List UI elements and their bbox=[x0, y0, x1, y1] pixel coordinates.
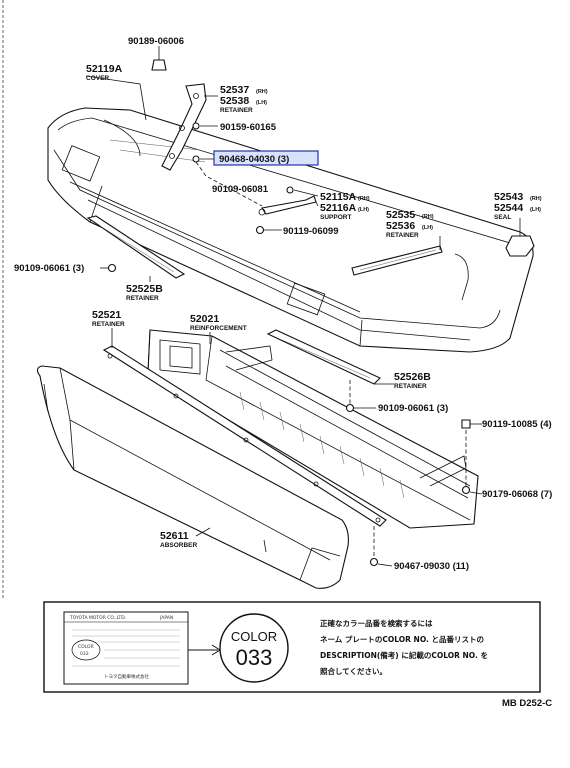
part-90109-06081-label: 90109-06081 bbox=[212, 184, 269, 195]
part-52537-label: 52537 bbox=[220, 84, 249, 96]
part-90179-label: 90179-06068 (7) bbox=[482, 489, 552, 500]
note-line-1: 正確なカラー品番を検索するには bbox=[320, 618, 433, 628]
color-note-box: TOYOTA MOTOR CO.,LTD. JAPAN COLOR 033 トヨ… bbox=[43, 601, 541, 693]
part-52526b-name: RETAINER bbox=[394, 383, 427, 390]
note-line-3: DESCRIPTION(備考) に記載のCOLOR NO. を bbox=[320, 650, 488, 660]
part-52536-side: (LH) bbox=[422, 225, 433, 231]
part-90119-10085-label: 90119-10085 (4) bbox=[482, 419, 552, 430]
part-52525b-label: 52525B bbox=[126, 283, 163, 295]
plate-country: JAPAN bbox=[159, 615, 173, 621]
part-52116a-label: 52116A bbox=[320, 202, 357, 214]
seal-52543-shape bbox=[505, 226, 535, 257]
part-52021-label: 52021 bbox=[190, 313, 219, 325]
part-52535-side: (RH) bbox=[422, 214, 434, 220]
part-52525b-name: RETAINER bbox=[126, 295, 159, 302]
part-52521-name: RETAINER bbox=[92, 321, 125, 328]
part-90119-06099-label: 90119-06099 bbox=[283, 226, 338, 237]
part-90109-06061-left-label: 90109-06061 (3) bbox=[14, 263, 84, 274]
part-90109-06061-right-label: 90109-06061 (3) bbox=[378, 403, 448, 414]
part-52526b-label: 52526B bbox=[394, 371, 431, 383]
part-90159-label: 90159-60165 bbox=[220, 122, 277, 133]
part-52611-name: ABSORBER bbox=[160, 542, 198, 549]
part-52115a-side: (RH) bbox=[358, 196, 370, 202]
badge-color-code: 033 bbox=[236, 645, 273, 670]
part-52543-name: SEAL bbox=[494, 214, 511, 221]
part-52115a-label: 52115A bbox=[320, 191, 357, 203]
plate-maker: TOYOTA MOTOR CO.,LTD. bbox=[69, 615, 126, 621]
plate-color-word: COLOR bbox=[78, 644, 94, 650]
part-52544-label: 52544 bbox=[494, 202, 523, 214]
part-52537-side: (RH) bbox=[256, 89, 268, 95]
part-90468-highlight[interactable] bbox=[213, 150, 319, 166]
plate-color-circle bbox=[71, 639, 101, 661]
part-52119a-label: 52119A bbox=[86, 63, 123, 75]
retainer-52526b-shape bbox=[266, 329, 381, 385]
name-plate: TOYOTA MOTOR CO.,LTD. JAPAN COLOR 033 トヨ… bbox=[63, 611, 189, 685]
part-52521-label: 52521 bbox=[92, 309, 121, 321]
support-52115a-shape bbox=[258, 195, 317, 216]
part-90467-label: 90467-09030 (11) bbox=[394, 561, 469, 572]
retainer-52521-shape bbox=[102, 345, 387, 527]
part-52535-name: RETAINER bbox=[386, 232, 419, 239]
note-line-4: 照合してください。 bbox=[320, 666, 387, 676]
part-52119a-name: COVER bbox=[86, 75, 109, 82]
part-52537-name: RETAINER bbox=[220, 107, 253, 114]
part-90189-label: 90189-06006 bbox=[128, 36, 184, 47]
retainer-52535-shape bbox=[351, 245, 443, 276]
part-52538-label: 52538 bbox=[220, 95, 249, 107]
part-52544-side: (LH) bbox=[530, 207, 541, 213]
part-52538-side: (LH) bbox=[256, 100, 267, 106]
badge-color-word: COLOR bbox=[231, 629, 277, 644]
leader-lines bbox=[85, 46, 521, 567]
part-90468-label: 90468-04030 (3) bbox=[219, 154, 289, 165]
diagram-code: MB D252-C bbox=[502, 698, 552, 709]
retainer-52537-shape bbox=[161, 83, 207, 171]
part-52116a-side: (LH) bbox=[358, 207, 369, 213]
part-52543-label: 52543 bbox=[494, 191, 523, 203]
plate-footer: トヨタ自動車株式会社 bbox=[104, 673, 149, 680]
plate-color-code: 033 bbox=[80, 651, 89, 657]
retainer-52525b-shape bbox=[86, 215, 186, 279]
note-line-2: ネーム プレートのCOLOR NO. と品番リストの bbox=[320, 634, 484, 644]
part-52115a-name: SUPPORT bbox=[320, 214, 351, 221]
part-52021-name: REINFORCEMENT bbox=[190, 325, 247, 332]
reinforcement-shape bbox=[147, 329, 479, 529]
part-52543-side: (RH) bbox=[530, 196, 542, 202]
part-52535-label: 52535 bbox=[386, 209, 415, 221]
part-52536-label: 52536 bbox=[386, 220, 415, 232]
part-52611-label: 52611 bbox=[160, 530, 189, 542]
absorber-shape bbox=[36, 365, 349, 589]
color-badge: COLOR 033 bbox=[219, 613, 289, 683]
